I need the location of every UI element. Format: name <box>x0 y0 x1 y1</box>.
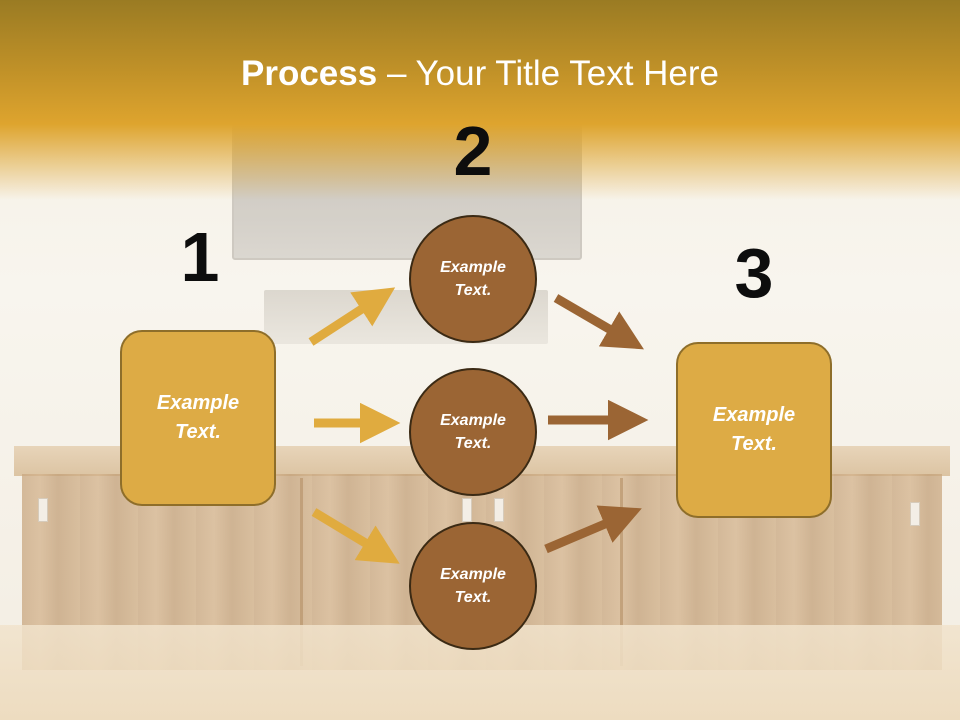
cabinet-knob <box>910 502 920 526</box>
step2-circle-bottom-text: Example Text. <box>440 566 506 606</box>
slide-title: Process – Your Title Text Here <box>0 52 960 96</box>
header-band <box>0 0 960 200</box>
step-number-3: 3 <box>734 234 774 312</box>
step2-circle-middle-text: Example Text. <box>440 412 506 452</box>
step2-circle-bottom: Example Text. <box>409 522 537 650</box>
cabinet-knob <box>462 498 472 522</box>
step-number-2: 2 <box>453 112 493 190</box>
arrow-top-to-step3 <box>553 294 644 350</box>
cabinet-knob <box>494 498 504 522</box>
step3-box: Example Text. <box>676 342 832 518</box>
step3-text: Example Text. <box>712 404 796 455</box>
arrow-bottom-to-step3 <box>544 505 642 554</box>
arrow-step1-to-top <box>308 287 396 346</box>
step1-box: Example Text. <box>120 330 276 506</box>
arrow-step1-to-bottom <box>311 508 400 564</box>
cabinet-knob <box>38 498 48 522</box>
step-number-1: 1 <box>180 218 220 296</box>
step2-circle-middle: Example Text. <box>409 368 537 496</box>
title-rest: – Your Title Text Here <box>377 54 719 93</box>
step1-text: Example Text. <box>156 392 240 443</box>
step2-circle-top: Example Text. <box>409 215 537 343</box>
step2-circle-top-text: Example Text. <box>440 259 506 299</box>
cabinet-divider <box>300 478 303 666</box>
cabinet-divider <box>620 478 623 666</box>
title-bold: Process <box>241 54 378 93</box>
